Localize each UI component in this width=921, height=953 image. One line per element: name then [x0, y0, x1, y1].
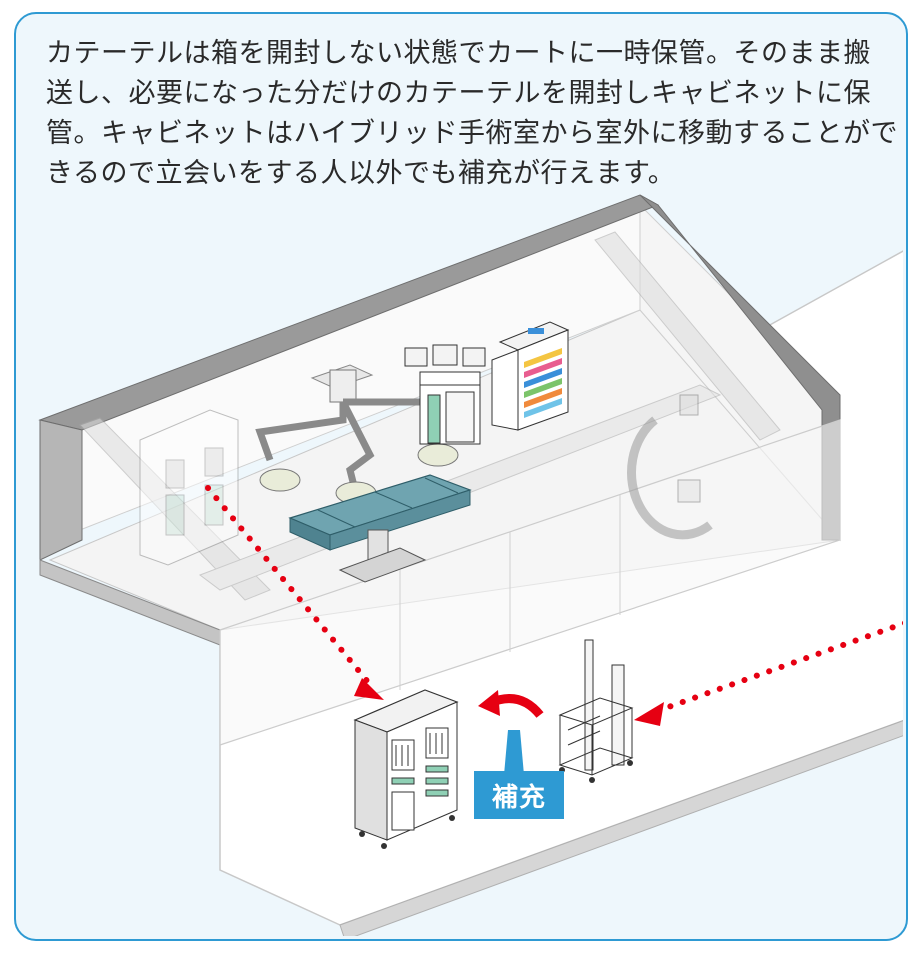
description-line-1: カテーテルは箱を開封しない状態でカートに一時保管。そのまま搬	[46, 38, 871, 69]
operating-table	[288, 474, 472, 583]
cabinet-in-room	[139, 409, 239, 566]
refill-label-pointer	[504, 730, 524, 775]
description-text: カテーテルは箱を開封しない状態でカートに一時保管。そのまま搬 送し、必要になった…	[46, 34, 898, 194]
transport-cart-arrow	[634, 620, 903, 726]
refill-curved-arrow	[478, 690, 544, 718]
wire-cart	[558, 639, 634, 783]
drawer-cart	[491, 321, 570, 431]
description-line-4: きるので立会いをする人以外でも補充が行えます。	[46, 158, 676, 189]
cabinet-outside	[353, 689, 459, 849]
refill-label: 補充	[474, 771, 564, 819]
move-cabinet-arrow	[205, 485, 384, 700]
description-line-3: 管。キャビネットはハイブリッド手術室から室外に移動することがで	[46, 118, 898, 149]
room-wall-edges	[38, 194, 841, 646]
anesthesia-machine	[404, 344, 486, 445]
c-arm	[627, 394, 713, 540]
description-line-2: 送し、必要になった分だけのカテーテルを開封しキャビネットに保	[46, 78, 871, 109]
